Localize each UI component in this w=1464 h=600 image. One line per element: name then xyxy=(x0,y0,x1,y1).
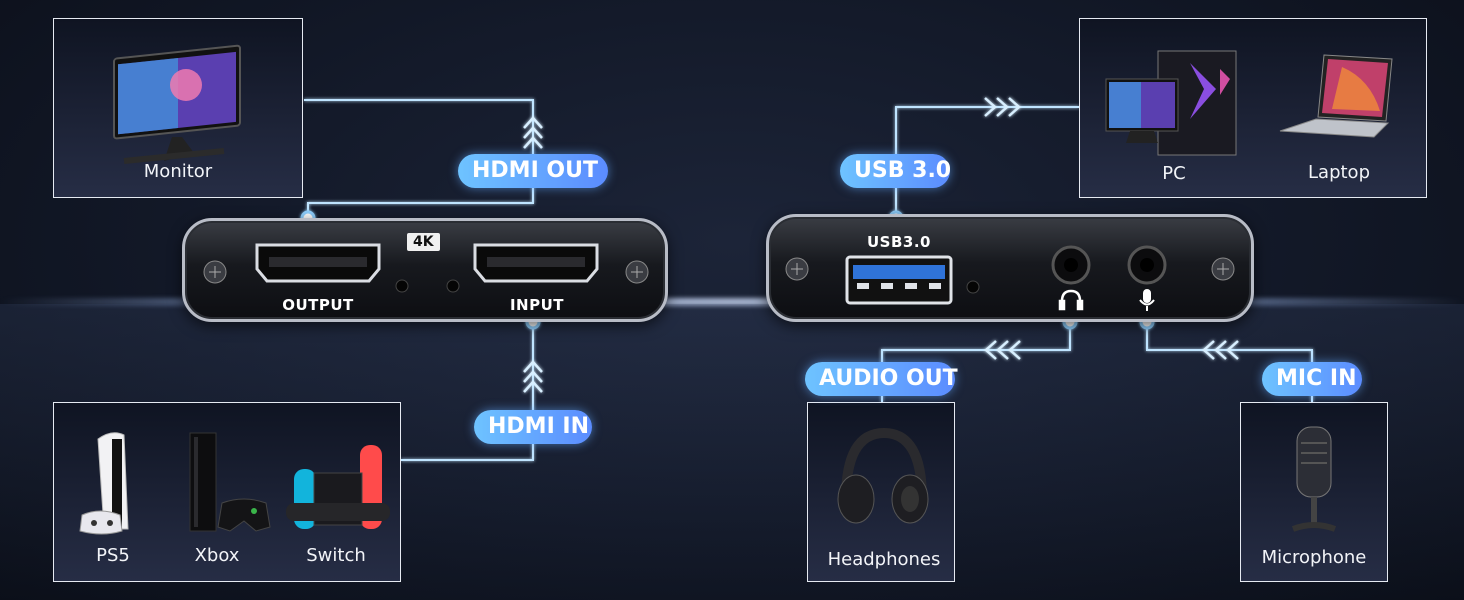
microphone-label: Microphone xyxy=(1261,547,1367,568)
arrow-up-icon xyxy=(523,116,543,149)
laptop-icon xyxy=(1279,54,1393,138)
headphone-glyph-icon xyxy=(1058,289,1084,311)
pc-icon xyxy=(1105,50,1237,156)
microphone-icon xyxy=(1291,426,1337,532)
hdmi-in-line xyxy=(401,322,534,461)
monitor-box: Monitor xyxy=(53,18,303,198)
monitor-icon xyxy=(113,44,241,164)
usb-port-label: USB3.0 xyxy=(867,233,931,251)
pc-laptop-icons xyxy=(1105,50,1393,156)
input-port-label: INPUT xyxy=(509,296,565,314)
horizon-glow xyxy=(0,298,1464,306)
arrow-up-icon xyxy=(523,360,543,393)
hdmi-side-ports xyxy=(203,243,649,293)
hdmi-out-line xyxy=(304,99,534,218)
capture-device-usb-side: USB3.0 xyxy=(766,214,1254,322)
output-port-label: OUTPUT xyxy=(282,296,354,314)
mic-glyph-icon xyxy=(1139,289,1155,311)
hdmi-in-pill: HDMI IN xyxy=(474,410,592,444)
screw-icon xyxy=(785,257,1235,281)
hdmi-out-pill: HDMI OUT xyxy=(458,154,608,188)
mic-in-pill: MIC IN xyxy=(1262,362,1362,396)
xbox-label: Xbox xyxy=(194,545,240,566)
capture-device-hdmi-side: 4K OUTPUT INPUT xyxy=(182,218,668,322)
arrow-left-icon xyxy=(1202,340,1239,360)
headphones-box: Headphones xyxy=(807,402,955,582)
monitor-label: Monitor xyxy=(143,161,213,182)
screw-icon xyxy=(203,260,649,284)
pc-label: PC xyxy=(1162,163,1186,184)
ps5-icon xyxy=(79,432,129,535)
usb-port xyxy=(845,255,953,305)
laptop-label: Laptop xyxy=(1308,162,1370,183)
4k-badge: 4K xyxy=(407,233,440,251)
usb-side-ports xyxy=(785,245,1235,311)
pc-laptop-box: PC Laptop xyxy=(1079,18,1427,198)
microphone-box: Microphone xyxy=(1240,402,1388,582)
headphones-label: Headphones xyxy=(827,549,941,570)
audio-out-pill: AUDIO OUT xyxy=(805,362,958,396)
ps5-label: PS5 xyxy=(96,545,130,566)
consoles-icons xyxy=(79,432,390,535)
switch-icon xyxy=(286,445,390,529)
headphones-icon xyxy=(837,427,929,524)
xbox-icon xyxy=(189,432,271,532)
arrow-right-icon xyxy=(984,97,1021,117)
switch-label: Switch xyxy=(306,545,366,566)
consoles-box: PS5 Xbox Switch xyxy=(53,402,401,582)
usb-pill: USB 3.0 xyxy=(840,154,951,188)
arrow-left-icon xyxy=(984,340,1021,360)
